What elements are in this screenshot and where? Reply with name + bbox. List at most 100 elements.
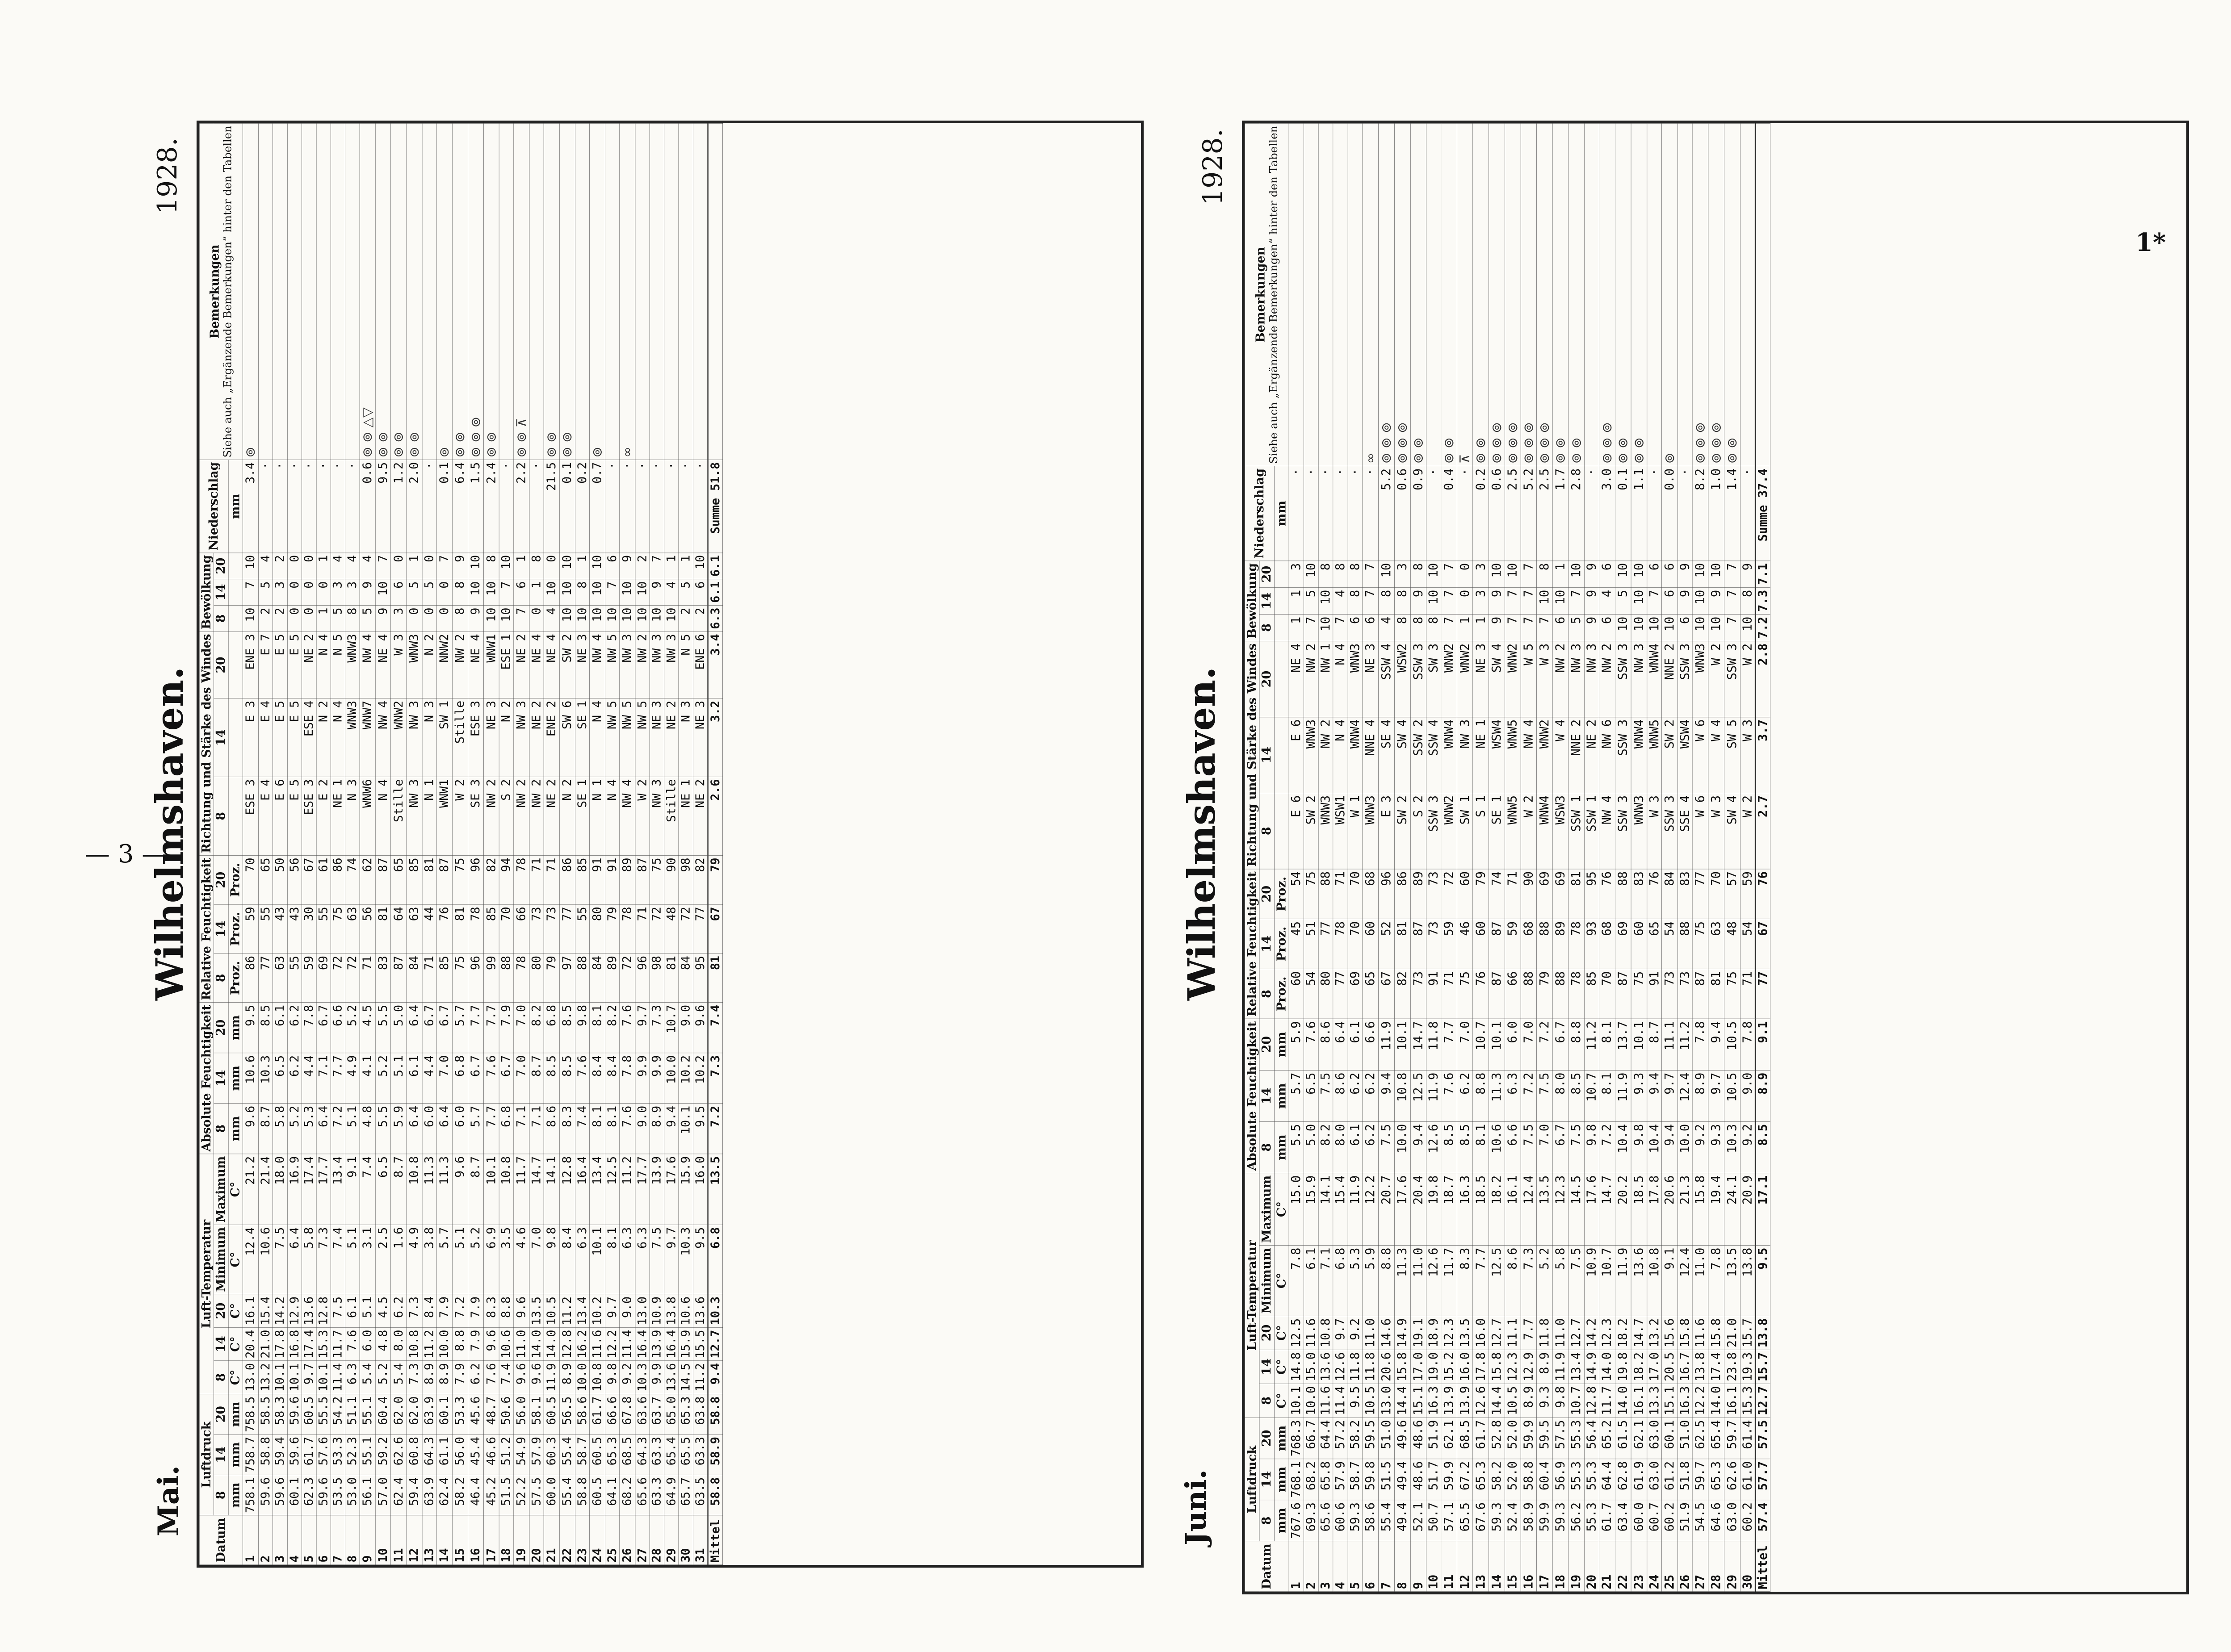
table-cell: 54: [1740, 919, 1756, 969]
table-cell: 8.1: [1599, 1070, 1615, 1122]
table-cell: E 5: [273, 698, 288, 777]
table-cell: 10: [1708, 560, 1724, 588]
table-cell: NE 3: [1362, 641, 1379, 717]
table-cell: 59.3: [1552, 1500, 1568, 1542]
table-cell: 10.5: [1724, 1070, 1740, 1122]
table-cell: 10.7: [664, 1002, 679, 1053]
table-cell: 10: [375, 579, 391, 606]
table-cell: 87: [1410, 919, 1426, 969]
header-hour: 8: [214, 605, 229, 632]
table-cell: 5.5: [1289, 1121, 1304, 1173]
table-cell: 80: [589, 904, 605, 954]
table-cell: 7: [1362, 587, 1379, 615]
table-cell: 2.5: [375, 1225, 391, 1294]
table-cell: 6.0: [1505, 1019, 1521, 1071]
table-cell: 9: [468, 605, 484, 632]
table-cell: 5.2: [375, 1053, 391, 1104]
table-cell: 17.7: [635, 1154, 650, 1225]
table-cell: 10.8: [499, 1154, 514, 1225]
table-cell: 2.2: [513, 460, 529, 553]
table-cell: W 2: [1520, 793, 1537, 869]
table-cell: 16.4: [575, 1154, 590, 1225]
station-label-may: Wilhelmshaven.: [147, 666, 192, 1000]
table-cell: 3: [1472, 587, 1489, 615]
table-cell: 13.0: [635, 1294, 650, 1328]
table-cell: 9.4: [1708, 1019, 1724, 1071]
table-cell: NW 2: [452, 632, 468, 698]
table-cell: SSW 3: [1615, 717, 1631, 793]
table-cell: ⊚ ⊚ ⊼: [513, 123, 529, 460]
table-cell: 10.0: [664, 1053, 679, 1104]
table-cell: ⊚ ⊚ ⊚: [1692, 123, 1708, 466]
header-hour: 14: [1259, 717, 1275, 793]
table-cell: 65.4: [1708, 1418, 1724, 1459]
table-cell: NE 1: [1472, 717, 1489, 793]
table-cell: 7.1: [316, 1053, 331, 1104]
table-cell: 62.0: [406, 1394, 422, 1435]
table-cell: 6.8: [1333, 1245, 1348, 1316]
table-cell: 67: [1378, 969, 1395, 1019]
day-cell: 18: [499, 1515, 514, 1565]
table-cell: W 6: [1692, 717, 1708, 793]
table-cell: 9: [1677, 560, 1693, 588]
table-cell: 56.9: [1552, 1459, 1568, 1500]
table-cell: 3.8: [422, 1225, 437, 1294]
table-cell: 69: [1552, 869, 1568, 919]
table-cell: 6.2: [390, 1294, 407, 1328]
table-cell: [1677, 123, 1693, 466]
table-cell: 13.5: [1724, 1245, 1740, 1316]
table-cell: 1.6: [390, 1225, 407, 1294]
table-cell: 10.4: [1647, 1121, 1662, 1173]
table-cell: 8.0: [1333, 1121, 1348, 1173]
table-cell: 7.7: [483, 1002, 499, 1053]
table-cell: 17.8: [273, 1327, 288, 1361]
table-cell: 8: [1333, 560, 1348, 588]
table-cell: 8: [452, 605, 468, 632]
table-cell: 45.6: [468, 1394, 484, 1435]
header-unit: Proz.: [228, 904, 243, 954]
table-cell: 84: [589, 953, 605, 1003]
table-cell: 63.9: [422, 1475, 437, 1516]
header-bemerkungen-note: Siehe auch „Ergänzende Bemerkungen“ hint…: [1267, 125, 1280, 464]
table-cell: 7.5: [1568, 1121, 1585, 1173]
table-cell: ⊚ ⊚: [544, 123, 560, 460]
table-cell: 8: [1394, 587, 1410, 615]
table-cell: 16.3: [1677, 1384, 1693, 1418]
table-cell: 71: [422, 953, 437, 1003]
table-cell: 55.3: [1568, 1459, 1585, 1500]
table-cell: NW 4: [619, 777, 635, 856]
table-cell: ·: [635, 460, 650, 553]
table-cell: 0.4: [1441, 466, 1457, 561]
table-cell: NW 2: [1304, 641, 1319, 717]
table-cell: 19.8: [1615, 1350, 1631, 1384]
table-cell: 51.9: [1677, 1500, 1693, 1542]
month-label-june: Juni.: [1179, 1469, 1213, 1545]
header-unit: Proz.: [1274, 869, 1289, 919]
table-cell: 5.3: [1347, 1245, 1363, 1316]
table-cell: 6.7: [316, 1002, 331, 1053]
table-cell: 8: [1378, 587, 1395, 615]
table-cell: 7.5: [331, 1294, 345, 1328]
table-cell: 5: [1568, 614, 1585, 641]
table-cell: 10.8: [1394, 1070, 1410, 1122]
table-cell: 11.4: [1333, 1384, 1348, 1418]
table-cell: NW 3: [1457, 717, 1473, 793]
table-cell: NE 4: [468, 632, 484, 698]
day-cell: 26: [619, 1515, 635, 1565]
mean-cell: 8.5: [1755, 1121, 1771, 1173]
table-cell: NW 5: [605, 632, 620, 698]
table-cell: 76: [436, 904, 453, 954]
table-cell: 62.4: [390, 1475, 407, 1516]
table-cell: 11.9: [1378, 1019, 1395, 1071]
header-bemerkungen-title: Bemerkungen: [1253, 247, 1268, 343]
table-cell: 65.7: [678, 1475, 693, 1516]
table-cell: 55.1: [359, 1434, 375, 1475]
table-cell: 58.2: [452, 1475, 468, 1516]
table-cell: WNW3: [1318, 793, 1334, 869]
table-cell: 77: [693, 904, 708, 954]
